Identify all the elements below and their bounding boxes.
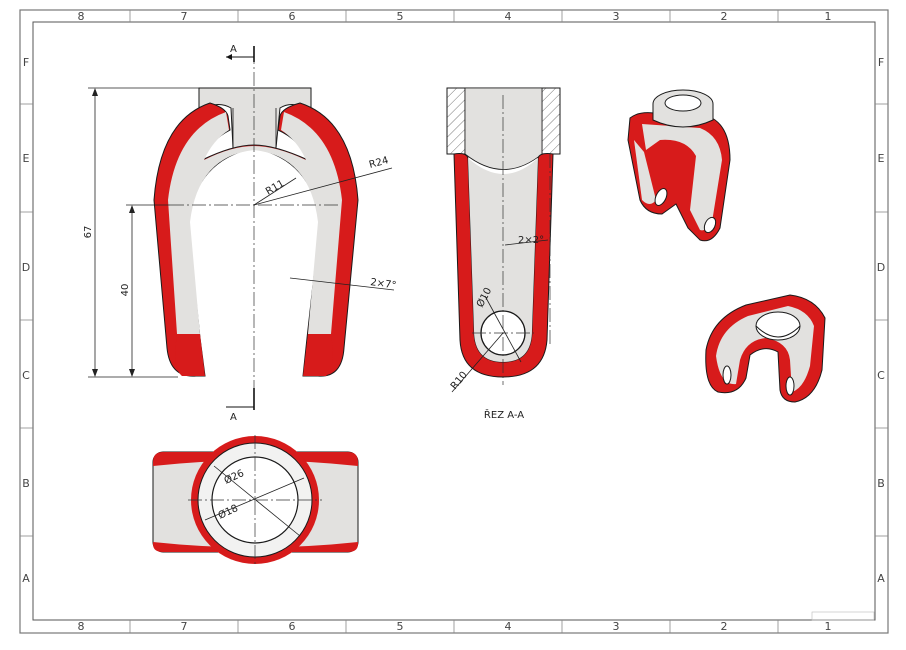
dimension-outer-radius: R24 [368,155,390,171]
dimension-draft-front: 2×7° [370,277,397,292]
zone-right-C: C [877,369,885,382]
dimension-end-radius: R10 [449,370,470,392]
zone-top-6: 6 [289,10,296,23]
zone-bottom-5: 5 [397,620,404,633]
sheet-frame: 8 7 6 5 4 3 2 1 8 7 6 5 4 3 2 1 F E D C … [19,9,889,634]
isometric-view-top [627,89,731,242]
section-view: 2×2° Ø10 R10 ŘEZ A-A [446,87,561,421]
zone-left-A: A [22,572,30,585]
front-view: A A 67 40 R11 R24 2×7° [83,44,397,423]
zone-bottom-1: 1 [825,620,832,633]
zone-top-3: 3 [613,10,620,23]
zone-bottom-6: 6 [289,620,296,633]
dimension-draft-section: 2×2° [518,235,544,246]
zone-bottom-3: 3 [613,620,620,633]
zone-right-A: A [877,572,885,585]
bottom-view: Ø26 Ø18 [152,435,359,565]
zone-top-1: 1 [825,10,832,23]
zone-top-4: 4 [505,10,512,23]
zone-bottom-8: 8 [78,620,85,633]
zone-right-E: E [878,152,885,165]
zone-left-E: E [23,152,30,165]
section-title: ŘEZ A-A [484,408,524,421]
dimension-inner-height: 40 [120,284,131,297]
section-marker-bottom: A [230,412,237,423]
dimension-overall-height: 67 [83,226,94,239]
zone-right-B: B [877,477,885,490]
zone-right-F: F [878,56,884,69]
isometric-view-bottom [705,294,826,403]
zone-bottom-2: 2 [721,620,728,633]
zone-top-2: 2 [721,10,728,23]
zone-bottom-7: 7 [181,620,188,633]
zone-top-8: 8 [78,10,85,23]
section-marker-top: A [230,44,237,55]
dimension-inner-radius: R11 [264,178,287,197]
zone-top-7: 7 [181,10,188,23]
zone-left-B: B [22,477,30,490]
zone-left-D: D [22,261,30,274]
zone-bottom-4: 4 [505,620,512,633]
zone-left-F: F [23,56,29,69]
zone-left-C: C [22,369,30,382]
zone-top-5: 5 [397,10,404,23]
zone-right-D: D [877,261,885,274]
